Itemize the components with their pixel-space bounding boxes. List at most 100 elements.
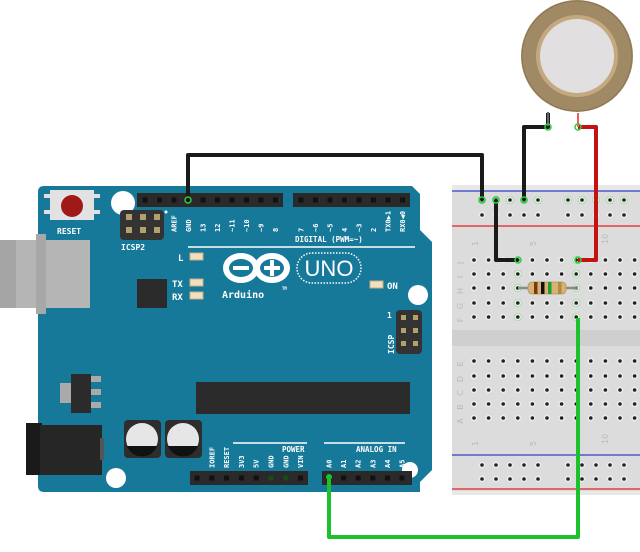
trademark: TM: [282, 286, 287, 291]
col-number: 1: [471, 241, 480, 246]
col-number: 1: [471, 441, 480, 446]
header-pin[interactable]: [298, 475, 304, 481]
row-letter: A: [456, 418, 465, 424]
digital-pin-label: RX0◀0: [399, 211, 407, 232]
icsp-pin: [413, 341, 418, 346]
header-pin[interactable]: [244, 197, 249, 203]
led-rx: [189, 291, 204, 300]
row-letter: C: [456, 390, 465, 396]
digital-pin-label: GND: [185, 219, 193, 232]
resistor-band: [548, 282, 552, 294]
reset-button-cap[interactable]: [61, 195, 83, 217]
digital-pin-label: 7: [298, 228, 306, 232]
row-letter: I: [456, 276, 465, 278]
atmega-chip: [196, 382, 410, 414]
reset-label: RESET: [57, 227, 81, 236]
header-pin[interactable]: [224, 475, 230, 481]
power-pin-label: 3V3: [238, 455, 246, 468]
header-pin[interactable]: [209, 475, 215, 481]
digital-pin-label: 4: [341, 228, 349, 232]
digital-pin-label: 13: [200, 224, 208, 232]
header-pin[interactable]: [400, 197, 405, 203]
header-pin[interactable]: [341, 475, 347, 481]
wires: [184, 112, 598, 539]
header-pin[interactable]: [355, 475, 361, 481]
usb-connector: [0, 234, 90, 314]
led-on: [369, 280, 384, 289]
arduino-logo: Arduino TM UNO: [222, 252, 362, 301]
row-letter: J: [456, 262, 465, 265]
wire-gnd-to-rail[interactable]: [186, 153, 484, 200]
digital-pin-label: TX0▶1: [385, 211, 393, 232]
header-pin[interactable]: [399, 475, 405, 481]
resistor-bands: [534, 282, 562, 294]
analog-pin-label: A2: [355, 460, 363, 468]
header-pin[interactable]: [283, 475, 289, 481]
icsp-label: ICSP: [387, 335, 396, 354]
icsp2-pin: [126, 214, 132, 220]
icsp2-pin: [126, 227, 132, 233]
power-pin-label: VIN: [297, 455, 305, 468]
power-pin-label: GND: [268, 455, 276, 468]
header-pin[interactable]: [229, 197, 235, 203]
header-pin[interactable]: [342, 197, 347, 203]
header-pin[interactable]: [385, 197, 391, 203]
icsp2-pin: [140, 214, 146, 220]
header-pin[interactable]: [384, 475, 390, 481]
mounting-hole: [408, 285, 428, 305]
col-number: 5: [529, 441, 538, 446]
header-pin[interactable]: [327, 197, 333, 203]
power-pin-label: GND: [282, 455, 290, 468]
digital-header-right: [293, 193, 410, 207]
wire-a0-signal[interactable]: [327, 318, 580, 539]
header-pin[interactable]: [253, 475, 259, 481]
row-letter: H: [456, 288, 465, 294]
led-label-l: L: [178, 254, 184, 264]
digital-label: DIGITAL (PWM=~): [295, 235, 363, 244]
analog-header: [322, 471, 412, 485]
header-pin[interactable]: [238, 475, 244, 481]
row-letter: G: [456, 303, 465, 309]
led-label-rx: RX: [172, 293, 183, 303]
digital-pin-label: ~5: [327, 224, 335, 232]
icsp2-pin: [154, 227, 160, 233]
wire-piezo-red[interactable]: [578, 125, 598, 262]
mounting-hole: [111, 191, 135, 215]
digital-pin-label: ~9: [258, 224, 266, 232]
icsp-pin1-label: 1: [387, 311, 392, 320]
piezo-disc[interactable]: [521, 0, 633, 112]
header-pin[interactable]: [370, 475, 376, 481]
led-label-on: ON: [387, 282, 398, 292]
header-pin[interactable]: [258, 197, 264, 203]
header-pin[interactable]: [371, 197, 376, 203]
header-pin[interactable]: [142, 197, 148, 203]
header-pin[interactable]: [171, 197, 177, 203]
header-pin[interactable]: [157, 197, 162, 203]
digital-pin-label: 12: [214, 224, 222, 232]
power-pin-label: 5V: [253, 459, 261, 468]
resistor[interactable]: [518, 281, 578, 295]
header-pin[interactable]: [194, 475, 200, 481]
header-pin[interactable]: [298, 197, 304, 203]
wire-rail-to-row[interactable]: [494, 200, 518, 262]
header-pin[interactable]: [356, 197, 362, 203]
digital-pin-label: AREF: [171, 215, 179, 232]
digital-pin-label: ~3: [356, 224, 364, 232]
header-pin[interactable]: [273, 197, 278, 203]
header-pin[interactable]: [313, 197, 318, 203]
digital-pin-label: 2: [370, 228, 378, 232]
col-number: 10: [601, 434, 610, 444]
analog-pin-label: A4: [384, 460, 392, 468]
icsp-pin: [401, 315, 406, 320]
header-pin[interactable]: [268, 475, 274, 481]
header-pin[interactable]: [200, 197, 206, 203]
reset-button[interactable]: [44, 190, 100, 220]
minus-icon: [233, 266, 249, 270]
header-pin[interactable]: [215, 197, 220, 203]
digital-pin-label: ~10: [243, 219, 251, 232]
led-l: [189, 252, 204, 261]
